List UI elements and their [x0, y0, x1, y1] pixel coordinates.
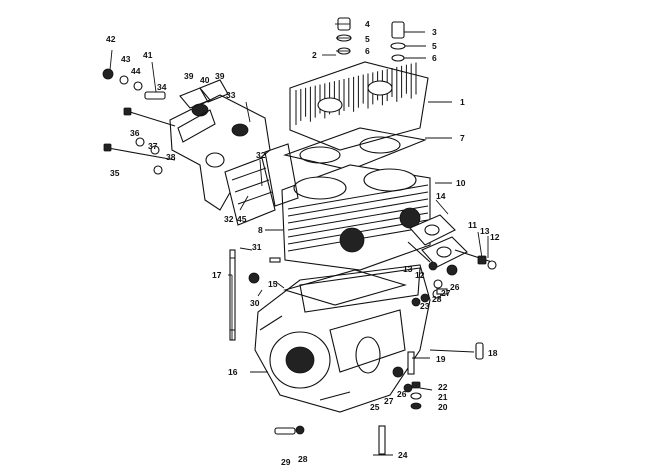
lower-fasteners — [274, 351, 422, 455]
cylinder-head — [289, 61, 429, 151]
callout-5b: 5 — [432, 41, 437, 51]
cylinder-cooling-fin — [287, 191, 429, 217]
exhaust-studs — [407, 241, 497, 289]
callout-28a: 28 — [432, 294, 442, 304]
leader-lines — [109, 23, 489, 456]
callout-18: 18 — [488, 348, 498, 358]
callout-23: 23 — [420, 301, 430, 311]
callout-7: 7 — [460, 133, 465, 143]
callout-5a: 5 — [365, 34, 370, 44]
callout-34: 34 — [157, 82, 167, 92]
dowel-pin — [475, 342, 484, 360]
callout-2: 2 — [312, 50, 317, 60]
callout-28b: 28 — [298, 454, 308, 464]
callout-17: 17 — [212, 270, 222, 280]
callout-35: 35 — [110, 168, 120, 178]
callout-25: 25 — [370, 402, 380, 412]
callout-40: 40 — [200, 75, 210, 85]
exhaust-flange — [409, 214, 468, 268]
manifold-fasteners — [102, 68, 176, 175]
callout-32b: 32 — [224, 214, 234, 224]
callout-45: 45 — [237, 214, 247, 224]
callout-31: 31 — [252, 242, 262, 252]
callout-1: 1 — [460, 97, 465, 107]
crankcase-fasteners — [248, 257, 448, 307]
callout-29: 29 — [281, 457, 291, 467]
callout-38: 38 — [166, 152, 176, 162]
callout-14: 14 — [436, 191, 446, 201]
callout-43: 43 — [121, 54, 131, 64]
cylinder-cooling-fin — [287, 184, 429, 210]
cylinder-block — [281, 164, 431, 271]
head-gasket — [283, 127, 427, 171]
crankcase — [254, 264, 431, 413]
callout-13b: 13 — [403, 264, 413, 274]
crankcase-gasket — [283, 269, 407, 306]
callout-32a: 32 — [256, 150, 266, 160]
callout-39b: 39 — [215, 71, 225, 81]
callout-37: 37 — [148, 141, 158, 151]
callout-4: 4 — [365, 19, 370, 29]
callout-27a: 27 — [441, 288, 451, 298]
callout-41: 41 — [143, 50, 153, 60]
callout-15: 15 — [268, 279, 278, 289]
callout-44: 44 — [131, 66, 141, 76]
callout-24: 24 — [398, 450, 408, 460]
callout-12b: 12 — [415, 270, 425, 280]
callout-3: 3 — [432, 27, 437, 37]
callout-13a: 13 — [480, 226, 490, 236]
callout-19: 19 — [436, 354, 446, 364]
cylinder-cooling-fin — [287, 198, 429, 224]
callout-labels: 1 2 3 4 5 5 6 6 7 8 10 11 12 12 13 13 14… — [106, 19, 500, 467]
callout-27b: 27 — [384, 396, 394, 406]
long-stud — [229, 249, 236, 341]
callout-21: 21 — [438, 392, 448, 402]
reed-valve-block — [224, 143, 299, 226]
callout-39a: 39 — [184, 71, 194, 81]
callout-6b: 6 — [432, 53, 437, 63]
manifold-clamps — [179, 79, 229, 109]
callout-10: 10 — [456, 178, 466, 188]
callout-33: 33 — [226, 90, 236, 100]
callout-12a: 12 — [490, 232, 500, 242]
callout-8: 8 — [258, 225, 263, 235]
callout-26a: 26 — [450, 282, 460, 292]
callout-22: 22 — [438, 382, 448, 392]
callout-11: 11 — [468, 220, 477, 230]
callout-42: 42 — [106, 34, 116, 44]
callout-26b: 26 — [397, 389, 407, 399]
callout-6a: 6 — [365, 46, 370, 56]
callout-36: 36 — [130, 128, 140, 138]
callout-20: 20 — [438, 402, 448, 412]
head-nut-stack — [336, 17, 406, 62]
callout-16: 16 — [228, 367, 238, 377]
callout-30: 30 — [250, 298, 260, 308]
